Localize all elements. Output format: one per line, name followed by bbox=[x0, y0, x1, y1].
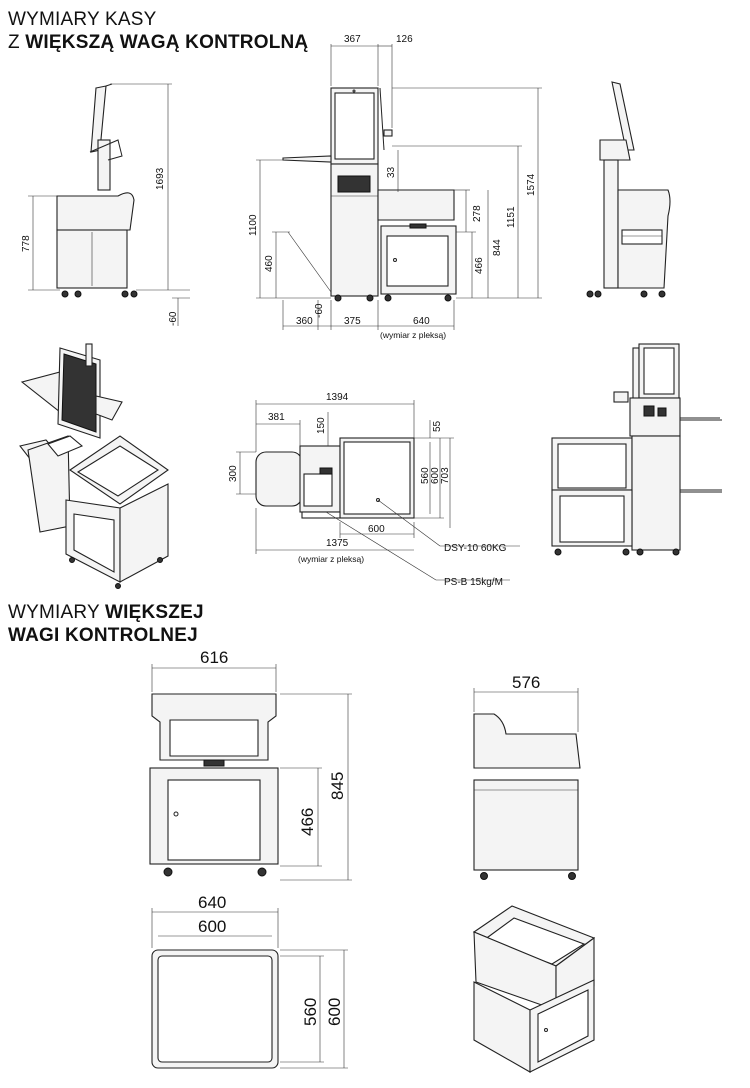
dim-waga-466: 466 bbox=[298, 808, 317, 836]
waga-heading-line2: WAGI KONTROLNEJ bbox=[8, 624, 204, 647]
dim-front-375: 375 bbox=[344, 316, 361, 327]
dim-front-367: 367 bbox=[344, 34, 361, 45]
waga-heading-bold2: WAGI KONTROLNEJ bbox=[8, 625, 198, 646]
dim-waga-616: 616 bbox=[200, 648, 228, 667]
kasa-side-view-left: 1693 778 -60 bbox=[21, 83, 190, 326]
dim-front-1574: 1574 bbox=[526, 173, 537, 196]
dim-front-360: 360 bbox=[296, 316, 313, 327]
kasa-side-counter bbox=[56, 192, 135, 231]
kasa-back-view bbox=[551, 343, 722, 556]
waga-front-view: 616 845 466 bbox=[149, 648, 352, 881]
dim-front-640: 640 bbox=[413, 316, 430, 327]
waga-heading-line1: WYMIARY WIĘKSZEJ bbox=[8, 601, 204, 624]
label-belt-model: PS-B 15kg/M bbox=[444, 577, 503, 588]
kasa-heading-bold: WIĘKSZĄ WAGĄ KONTROLNĄ bbox=[25, 32, 309, 53]
dim-top-560: 560 bbox=[420, 467, 431, 484]
kasa-isometric bbox=[19, 343, 169, 589]
kasa-front-shelf bbox=[282, 155, 332, 163]
kasa-heading-prefix: Z bbox=[8, 32, 26, 53]
kasa-heading-line1: WYMIARY KASY bbox=[8, 9, 157, 30]
dim-waga-600: 600 bbox=[198, 917, 226, 936]
waga-top-view: 640 600 560 600 bbox=[151, 893, 348, 1069]
kasa-top-view: 1394 381 150 55 300 560 600 703 600 1375… bbox=[228, 392, 520, 588]
waga-side-cabinet bbox=[473, 779, 579, 871]
dim-waga-576: 576 bbox=[512, 673, 540, 692]
kasa-side-view-right bbox=[586, 81, 671, 298]
dim-waga-640: 640 bbox=[198, 893, 226, 912]
dim-top-300: 300 bbox=[228, 465, 239, 482]
dim-side-1693: 1693 bbox=[155, 167, 166, 190]
dim-top-703: 703 bbox=[440, 467, 451, 484]
waga-heading-prefix: WYMIARY bbox=[8, 602, 105, 623]
kasa-heading: WYMIARY KASY Z WIĘKSZĄ WAGĄ KONTROLNĄ bbox=[8, 8, 308, 54]
dim-side-minus60: -60 bbox=[168, 311, 179, 326]
note-top-plexi: (wymiar z pleksą) bbox=[298, 554, 364, 564]
dim-side-778: 778 bbox=[21, 235, 32, 252]
dim-waga-560: 560 bbox=[301, 998, 320, 1026]
dim-top-55: 55 bbox=[432, 420, 443, 432]
kasa-front-view: 367 126 1100 460 33 278 844 466 1151 157… bbox=[248, 34, 542, 340]
iso-scale-side bbox=[119, 483, 169, 583]
label-scale-model: DSY-10 60KG bbox=[444, 543, 507, 554]
waga-side-top bbox=[473, 713, 581, 769]
dim-front-278: 278 bbox=[472, 205, 483, 222]
dim-top-1375: 1375 bbox=[326, 538, 349, 549]
dim-top-600: 600 bbox=[430, 467, 441, 484]
kasa-heading-line2: Z WIĘKSZĄ WAGĄ KONTROLNĄ bbox=[8, 31, 308, 54]
note-front-plexi: (wymiar z pleksą) bbox=[380, 330, 446, 340]
dim-front-126: 126 bbox=[396, 34, 413, 45]
dim-waga-600-vert: 600 bbox=[325, 998, 344, 1026]
waga-heading: WYMIARY WIĘKSZEJ WAGI KONTROLNEJ bbox=[8, 601, 204, 647]
dim-front-844: 844 bbox=[492, 239, 503, 256]
dim-waga-845: 845 bbox=[328, 772, 347, 800]
top-shelf bbox=[255, 451, 303, 507]
waga-heading-bold1: WIĘKSZEJ bbox=[104, 602, 204, 623]
dim-front-1151: 1151 bbox=[506, 206, 517, 228]
kasa-side-right-screen bbox=[611, 81, 635, 151]
dim-front-1100: 1100 bbox=[248, 214, 259, 236]
waga-top-inner bbox=[157, 955, 273, 1063]
dim-top-600w: 600 bbox=[368, 524, 385, 535]
dim-front-33: 33 bbox=[386, 166, 397, 178]
kasa-side-column bbox=[97, 139, 111, 191]
dim-top-150: 150 bbox=[316, 417, 327, 434]
waga-side-view: 576 bbox=[473, 673, 581, 880]
waga-isometric bbox=[472, 905, 596, 1073]
dim-front-minus60: -60 bbox=[314, 303, 325, 318]
dim-front-460: 460 bbox=[264, 255, 275, 272]
dim-front-466: 466 bbox=[474, 257, 485, 274]
dim-top-1394: 1394 bbox=[326, 392, 349, 403]
dim-top-381: 381 bbox=[268, 412, 285, 423]
